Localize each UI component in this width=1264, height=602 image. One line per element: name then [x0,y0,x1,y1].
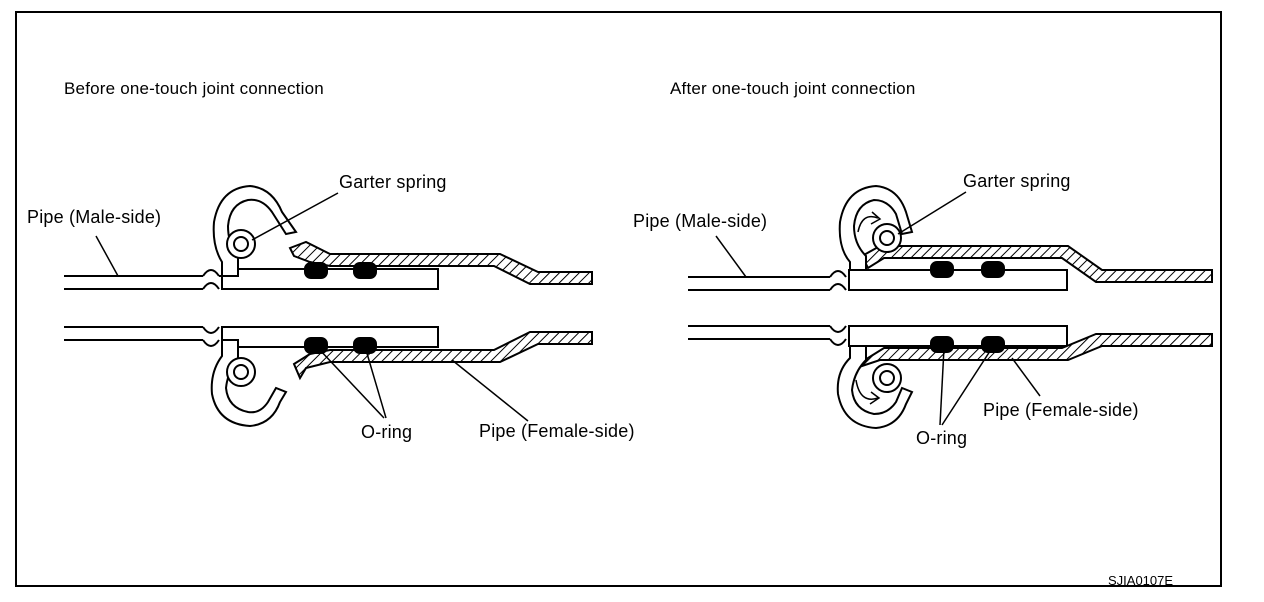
male-pipe-upper-wall [64,268,439,290]
upper-garter-clip [212,184,298,277]
before-pipe-female-label: Pipe (Female-side) [479,421,635,441]
diagram-frame [15,11,1222,587]
figure-code: SJIA0107E [1108,573,1174,588]
leader-garter-spring [251,192,339,241]
leader-pipe-female-after [1011,357,1041,397]
leader-pipe-male [95,235,119,277]
after-o-ring-label: O-ring [916,428,968,448]
leader-o-ring-after-b [941,347,993,426]
male-pipe-lower-wall-after [688,325,1068,347]
o-ring-after-lower-2 [981,336,1005,353]
lower-rotation-arrow [855,379,879,400]
before-title: Before one-touch joint connection [64,79,324,98]
lower-garter-spring-after-inner [879,370,895,386]
o-ring-lower-1 [304,337,328,354]
after-pipe-female-label: Pipe (Female-side) [983,400,1139,420]
female-pipe-upper [288,240,593,285]
lower-garter-clip-after [836,345,914,430]
leader-pipe-female [451,359,529,422]
lower-garter-spring-after-outer [872,363,902,393]
leader-pipe-male-after [715,235,747,278]
male-pipe-lower-wall [64,326,439,348]
after-title: After one-touch joint connection [670,79,916,98]
before-garter-spring-label: Garter spring [339,172,447,192]
upper-garter-spring-inner [233,236,249,252]
female-pipe-lower-after [859,333,1213,368]
upper-rotation-arrow [857,215,879,233]
leader-o-ring-a [317,347,385,419]
before-o-ring-label: O-ring [361,422,413,442]
male-pipe-upper-wall-after [688,269,1068,291]
upper-garter-spring-outer [226,229,256,259]
before-pipe-male-label: Pipe (Male-side) [27,207,162,227]
after-pipe-male-label: Pipe (Male-side) [633,211,768,231]
upper-garter-spring-after-outer [872,223,902,253]
lower-rotation-arrowhead [869,391,881,405]
o-ring-after-lower-1 [930,336,954,353]
o-ring-lower-2 [353,337,377,354]
o-ring-upper-1 [304,262,328,279]
leader-o-ring-b [365,349,387,419]
upper-rotation-arrowhead [870,211,882,225]
o-ring-after-upper-2 [981,261,1005,278]
leader-garter-spring-after [897,191,967,235]
upper-garter-spring-after-inner [879,230,895,246]
lower-garter-spring-inner [233,364,249,380]
female-pipe-upper-after [860,245,1213,283]
upper-garter-clip-after [838,184,914,271]
lower-garter-spring-outer [226,357,256,387]
leader-o-ring-after-a [939,347,945,426]
o-ring-upper-2 [353,262,377,279]
after-diagram [688,184,1213,430]
after-garter-spring-label: Garter spring [963,171,1071,191]
o-ring-after-upper-1 [930,261,954,278]
female-pipe-lower [292,331,593,381]
before-diagram [64,184,593,428]
